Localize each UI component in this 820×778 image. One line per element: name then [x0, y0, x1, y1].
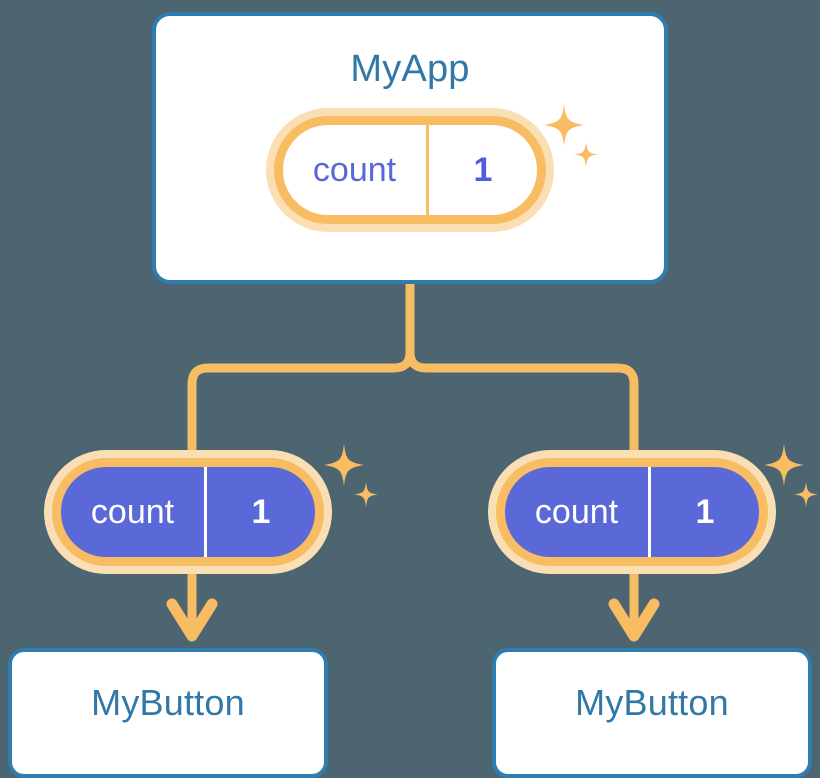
- arrow-down-icon: [166, 574, 218, 642]
- arrow-down-icon: [608, 574, 660, 642]
- state-value-label: 1: [695, 492, 715, 531]
- component-card-mybutton-left[interactable]: MyButton: [8, 648, 328, 778]
- component-title: MyButton: [575, 682, 729, 723]
- state-key-label: count: [312, 150, 397, 189]
- page-title: MyApp: [350, 48, 470, 90]
- state-pill-divider: [204, 467, 207, 557]
- component-card-mybutton-right[interactable]: MyButton: [492, 648, 812, 778]
- state-key-label: count: [534, 492, 619, 531]
- state-value-label: 1: [251, 492, 271, 531]
- state-pill-myapp-count[interactable]: count 1: [274, 116, 546, 224]
- state-pill-mybutton-left-count[interactable]: count 1: [52, 458, 324, 566]
- state-pill-divider: [426, 125, 429, 215]
- state-pill-mybutton-right-count[interactable]: count 1: [496, 458, 768, 566]
- component-title: MyButton: [91, 682, 245, 723]
- state-pill-divider: [648, 467, 651, 557]
- state-key-label: count: [90, 492, 175, 531]
- state-value-label: 1: [473, 150, 493, 189]
- branch-connector-icon: [187, 284, 639, 452]
